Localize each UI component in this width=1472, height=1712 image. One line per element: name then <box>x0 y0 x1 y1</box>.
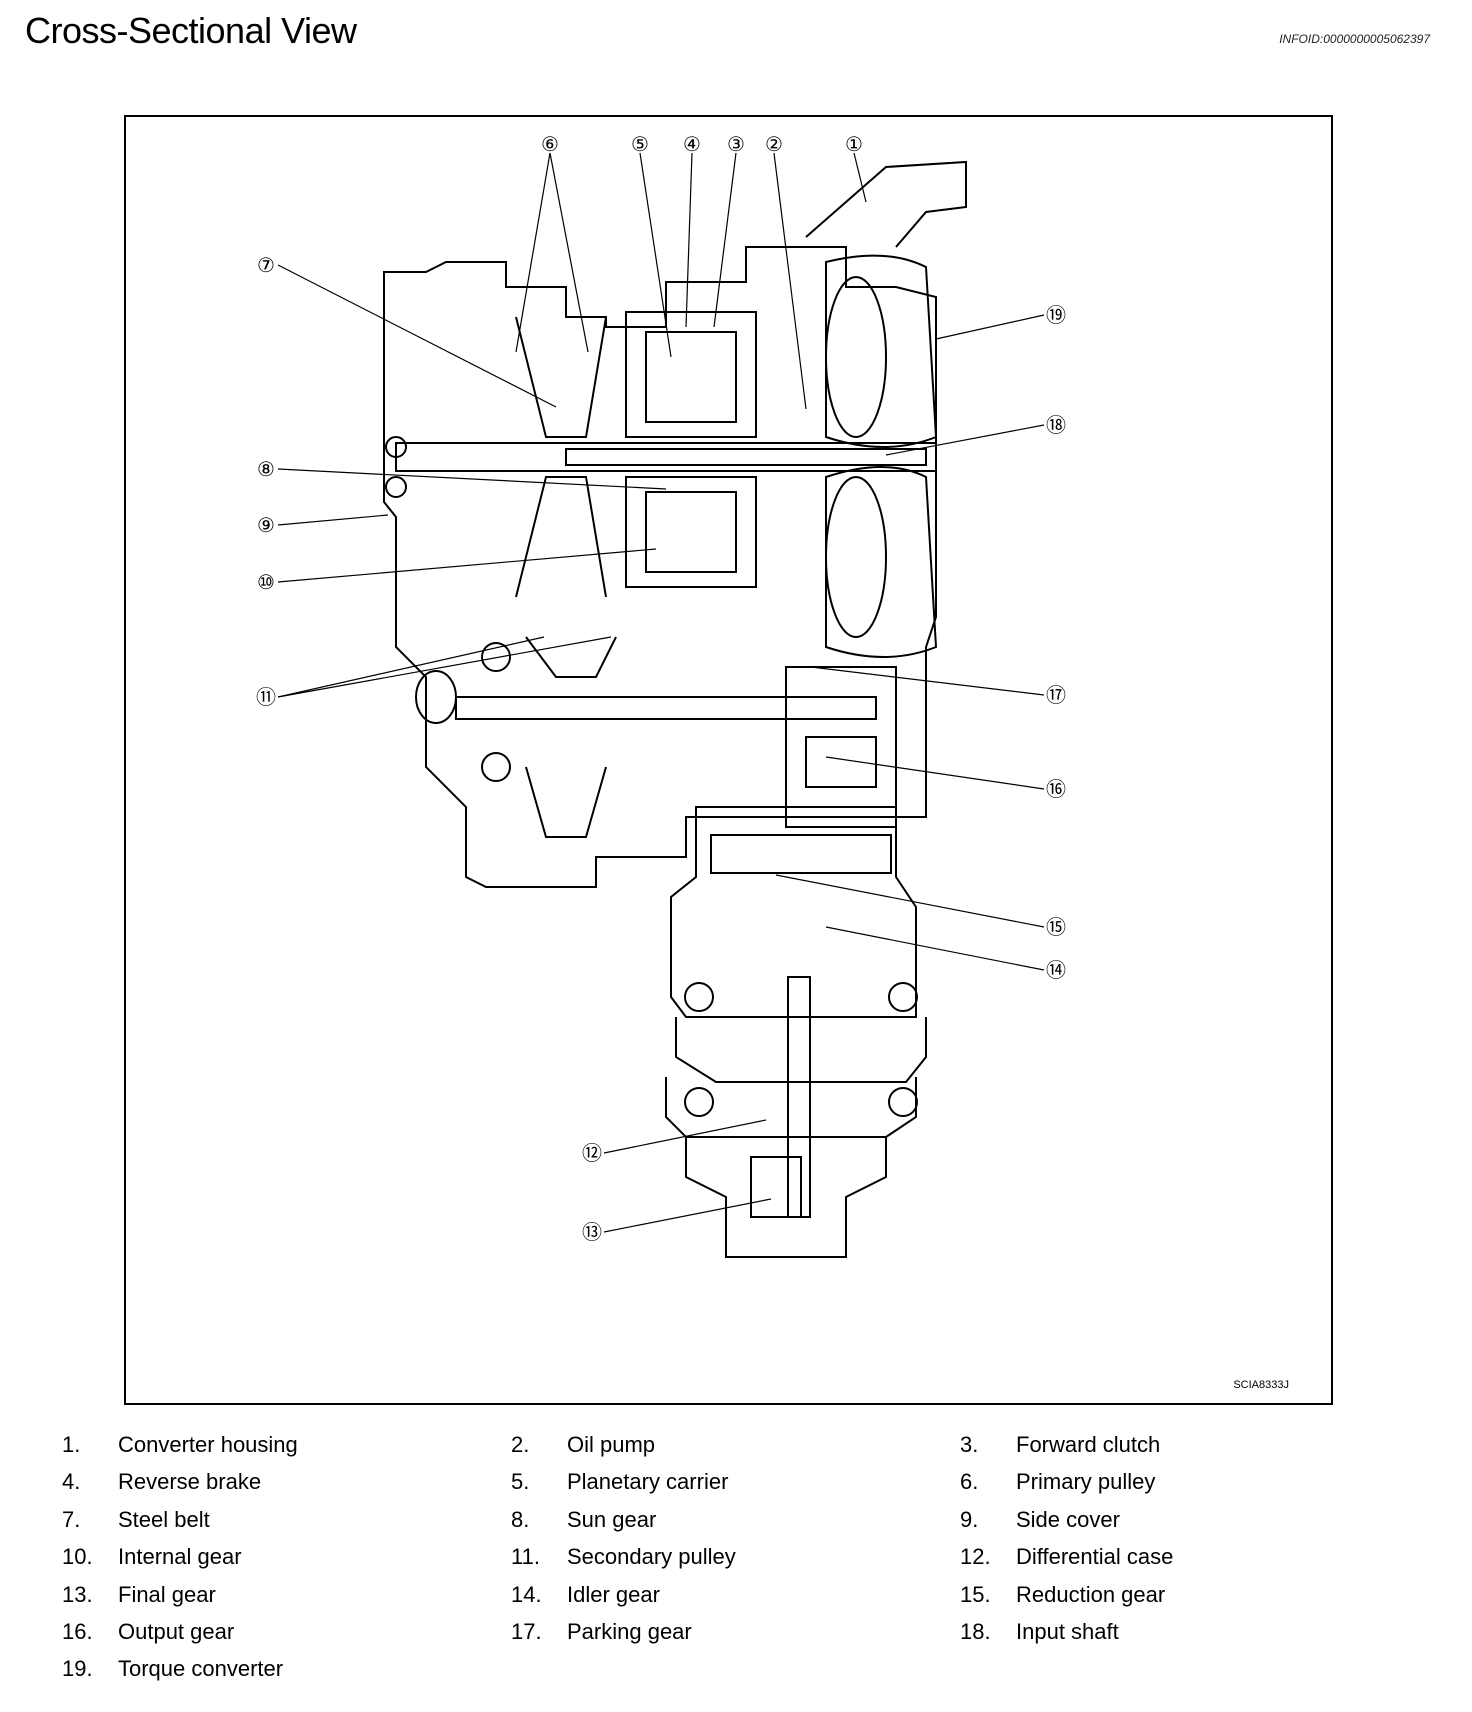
callout-14: ⑭ <box>1046 959 1066 982</box>
legend-number: 17. <box>511 1618 542 1644</box>
legend-row: 1. Converter housing 2. Oil pump 3. Forward c… <box>62 1432 1442 1469</box>
leader-11b <box>277 636 612 698</box>
legend-number: 14. <box>511 1581 542 1607</box>
legend-row: 7. Steel belt 8. Sun gear 9. Side cover <box>62 1507 1442 1544</box>
leader-17 <box>810 666 1045 696</box>
leader-lines <box>277 152 1045 1233</box>
leader-8 <box>277 468 667 490</box>
legend-number: 4. <box>62 1469 81 1495</box>
callout-labels: ⑥ ⑤ ④ ③ ② ① ⑲ ⑦ ⑱ ⑧ ⑨ ⑩ ⑪ ⑰ ⑯ ⑮ ⑭ ⑫ ⑬ <box>256 134 1066 1244</box>
legend-label: Secondary pulley <box>567 1544 736 1570</box>
callout-11: ⑪ <box>256 686 276 709</box>
callout-16: ⑯ <box>1046 778 1066 801</box>
legend-label: Primary pulley <box>1016 1469 1156 1495</box>
callout-17: ⑰ <box>1046 684 1066 707</box>
legend-label: Parking gear <box>567 1618 692 1644</box>
callout-9: ⑨ <box>257 515 275 537</box>
legend-label: Output gear <box>118 1618 235 1644</box>
leader-16 <box>825 756 1045 790</box>
legend-label: Idler gear <box>567 1581 660 1607</box>
legend-number: 2. <box>511 1432 530 1457</box>
legend-number: 13. <box>62 1581 93 1607</box>
callout-7: ⑦ <box>257 255 275 277</box>
legend-row: 4. Reverse brake 5. Planetary carrier 6. Prim… <box>62 1469 1442 1506</box>
parts-legend: 1. Converter housing 2. Oil pump 3. Forward c… <box>62 1432 1442 1694</box>
legend-number: 10. <box>62 1544 93 1570</box>
callout-4: ④ <box>683 134 701 156</box>
legend-label: Steel belt <box>118 1506 210 1532</box>
leader-5 <box>639 152 672 358</box>
callout-12: ⑫ <box>582 1142 602 1165</box>
callout-18: ⑱ <box>1046 414 1066 437</box>
leader-10 <box>277 548 657 583</box>
legend-label: Internal gear <box>118 1544 242 1570</box>
legend-number: 9. <box>960 1506 979 1532</box>
legend-label: Planetary carrier <box>567 1469 729 1495</box>
legend-row: 10. Internal gear 11. Secondary pulley 12. Di… <box>62 1544 1442 1581</box>
legend-number: 1. <box>62 1432 81 1457</box>
leader-4 <box>685 152 693 328</box>
legend-label: Final gear <box>118 1581 216 1607</box>
figure-code: SCIA8333J <box>1233 1379 1289 1391</box>
legend-label: Input shaft <box>1016 1618 1119 1644</box>
legend-number: 7. <box>62 1506 81 1532</box>
leader-12 <box>603 1119 767 1154</box>
leader-2 <box>773 152 807 410</box>
callout-1: ① <box>845 134 863 156</box>
cross-section-drawing: ⑥ ⑤ ④ ③ ② ① ⑲ ⑦ ⑱ ⑧ ⑨ ⑩ ⑪ ⑰ ⑯ ⑮ ⑭ ⑫ ⑬ <box>256 134 1066 1258</box>
legend-row: 19. Torque converter <box>62 1656 1442 1693</box>
legend-number: 11. <box>511 1544 540 1570</box>
legend-label: Differential case <box>1016 1544 1174 1570</box>
legend-number: 18. <box>960 1618 991 1644</box>
legend-label: Torque converter <box>118 1656 284 1682</box>
leader-11a <box>277 636 545 698</box>
legend-number: 6. <box>960 1469 979 1495</box>
callout-19: ⑲ <box>1046 304 1066 327</box>
legend-number: 3. <box>960 1432 979 1457</box>
legend-number: 19. <box>62 1656 93 1682</box>
legend-number: 5. <box>511 1469 530 1495</box>
leader-14 <box>825 926 1045 971</box>
callout-3: ③ <box>727 134 745 156</box>
legend-label: Side cover <box>1016 1506 1120 1532</box>
leader-13 <box>603 1198 772 1233</box>
legend-label: Converter housing <box>118 1432 298 1457</box>
legend-row: 16. Output gear 17. Parking gear 18. Input sh… <box>62 1619 1442 1656</box>
page-title: Cross-Sectional View <box>25 10 357 51</box>
callout-6: ⑥ <box>541 134 559 156</box>
callout-10: ⑩ <box>257 572 275 594</box>
legend-row: 13. Final gear 14. Idler gear 15. Reduction g… <box>62 1582 1442 1619</box>
leader-1 <box>853 152 867 203</box>
leader-6a <box>515 152 551 353</box>
leader-7 <box>277 264 557 408</box>
legend-label: Forward clutch <box>1016 1432 1161 1457</box>
legend-label: Sun gear <box>567 1506 657 1532</box>
transmission-outline <box>383 160 967 1258</box>
legend-label: Reverse brake <box>118 1469 262 1495</box>
info-id: INFOID:0000000005062397 <box>1279 32 1430 46</box>
callout-2: ② <box>765 134 783 156</box>
callout-5: ⑤ <box>631 134 649 156</box>
legend-number: 16. <box>62 1618 93 1644</box>
diagram-frame: ⑥ ⑤ ④ ③ ② ① ⑲ ⑦ ⑱ ⑧ ⑨ ⑩ ⑪ ⑰ ⑯ ⑮ ⑭ ⑫ ⑬ SC… <box>124 115 1333 1405</box>
leader-19 <box>935 314 1045 340</box>
leader-3 <box>713 152 737 328</box>
legend-label: Reduction gear <box>1016 1581 1166 1607</box>
legend-label: Oil pump <box>567 1432 656 1457</box>
leader-6b <box>549 152 589 353</box>
legend-number: 12. <box>960 1544 991 1570</box>
callout-15: ⑮ <box>1046 916 1066 939</box>
callout-13: ⑬ <box>582 1221 602 1244</box>
callout-8: ⑧ <box>257 459 275 481</box>
leader-18 <box>885 424 1045 456</box>
legend-number: 15. <box>960 1581 991 1607</box>
leader-9 <box>277 514 389 526</box>
leader-15 <box>775 874 1045 928</box>
legend-number: 8. <box>511 1506 530 1532</box>
